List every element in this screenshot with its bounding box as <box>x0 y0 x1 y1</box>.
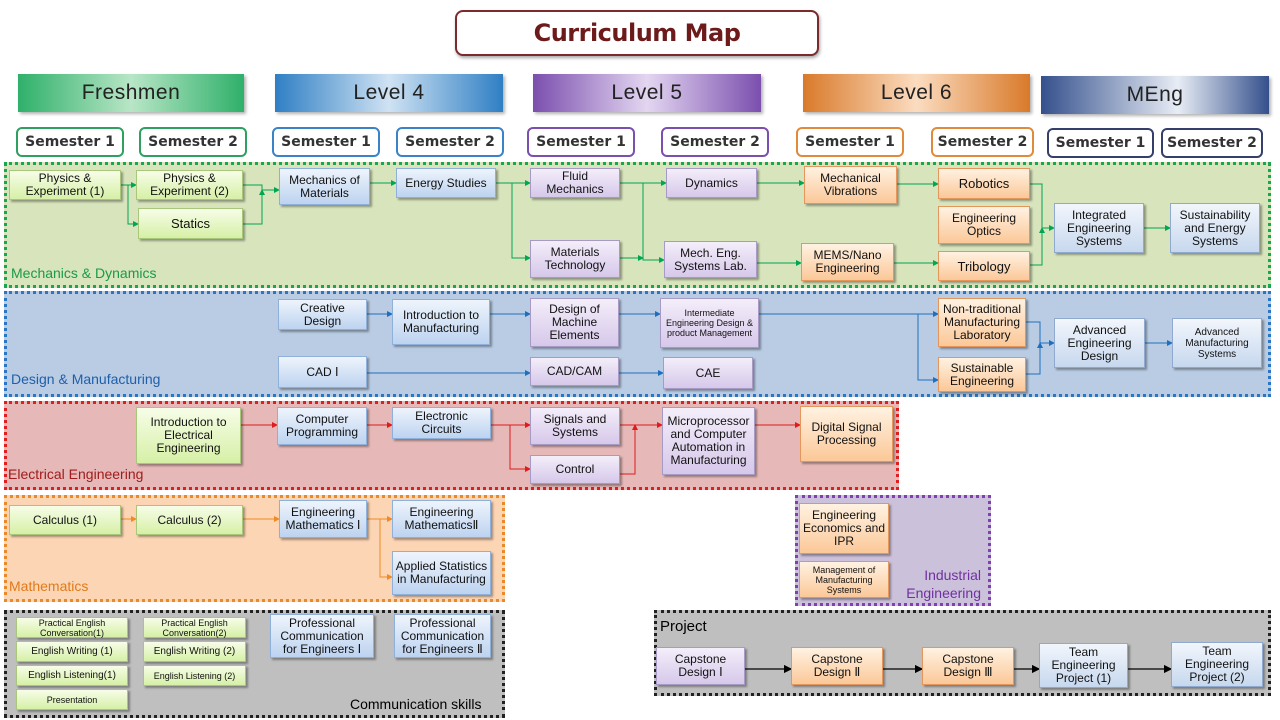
course-advanced-engineering-design[interactable]: Advanced Engineering Design <box>1054 318 1145 368</box>
semester-meng-2: Semester 2 <box>1161 128 1263 158</box>
course-capstone-design-3[interactable]: Capstone Design Ⅲ <box>922 647 1014 685</box>
band-label-project: Project <box>660 618 707 635</box>
course-team-engineering-project-2[interactable]: Team Engineering Project (2) <box>1171 642 1263 687</box>
course-materials-technology[interactable]: Materials Technology <box>530 240 620 278</box>
course-english-listening-1[interactable]: English Listening(1) <box>16 665 128 686</box>
course-professional-communication-2[interactable]: Professional Communication for Engineers… <box>394 614 491 658</box>
band-label-mechanics: Mechanics & Dynamics <box>11 265 157 281</box>
course-cad-1[interactable]: CAD Ⅰ <box>278 356 367 388</box>
course-digital-signal-processing[interactable]: Digital Signal Processing <box>800 406 893 462</box>
course-applied-statistics[interactable]: Applied Statistics in Manufacturing <box>392 551 491 595</box>
semester-level5-2: Semester 2 <box>661 127 769 157</box>
level-header-level5: Level 5 <box>533 74 761 112</box>
course-capstone-design-2[interactable]: Capstone Design Ⅱ <box>791 647 883 685</box>
course-english-writing-2[interactable]: English Writing (2) <box>143 641 246 662</box>
course-non-traditional-manufacturing-lab[interactable]: Non-traditional Manufacturing Laboratory <box>938 298 1026 347</box>
course-practical-english-conversation-1[interactable]: Practical English Conversation(1) <box>16 617 128 638</box>
course-computer-programming[interactable]: Computer Programming <box>277 407 367 445</box>
course-advanced-manufacturing-systems[interactable]: Advanced Manufacturing Systems <box>1172 318 1262 368</box>
course-signals-and-systems[interactable]: Signals and Systems <box>530 407 620 445</box>
band-label-math: Mathematics <box>9 578 89 594</box>
course-fluid-mechanics[interactable]: Fluid Mechanics <box>530 168 620 198</box>
course-professional-communication-1[interactable]: Professional Communication for Engineers… <box>270 614 374 658</box>
band-label-design: Design & Manufacturing <box>11 371 161 387</box>
course-practical-english-conversation-2[interactable]: Practical English Conversation(2) <box>143 617 246 638</box>
course-creative-design[interactable]: Creative Design <box>278 299 367 330</box>
course-mechanical-vibrations[interactable]: Mechanical Vibrations <box>804 166 897 204</box>
course-introduction-to-manufacturing[interactable]: Introduction to Manufacturing <box>392 299 490 345</box>
semester-freshmen-2: Semester 2 <box>139 127 247 157</box>
semester-level4-2: Semester 2 <box>396 127 504 157</box>
level-header-level4: Level 4 <box>275 74 503 112</box>
course-sustainability-energy-systems[interactable]: Sustainability and Energy Systems <box>1170 203 1260 253</box>
level-header-level6: Level 6 <box>803 74 1030 112</box>
level-header-meng: MEng <box>1041 76 1269 114</box>
course-cae[interactable]: CAE <box>663 357 753 389</box>
course-introduction-to-electrical-engineering[interactable]: Introduction to Electrical Engineering <box>136 407 241 464</box>
semester-meng-1: Semester 1 <box>1047 128 1154 158</box>
semester-level4-1: Semester 1 <box>272 127 380 157</box>
course-capstone-design-1[interactable]: Capstone Design Ⅰ <box>656 647 745 685</box>
course-team-engineering-project-1[interactable]: Team Engineering Project (1) <box>1039 643 1128 688</box>
level-header-freshmen: Freshmen <box>18 74 244 112</box>
course-engineering-optics[interactable]: Engineering Optics <box>938 206 1030 244</box>
course-dynamics[interactable]: Dynamics <box>666 168 757 198</box>
band-label-industrial: Industrial Engineering <box>906 567 981 601</box>
semester-level5-1: Semester 1 <box>527 127 635 157</box>
course-robotics[interactable]: Robotics <box>938 168 1030 199</box>
course-control[interactable]: Control <box>530 455 620 484</box>
course-presentation[interactable]: Presentation <box>16 689 128 710</box>
course-mems-nano-engineering[interactable]: MEMS/Nano Engineering <box>801 243 894 281</box>
course-electronic-circuits[interactable]: Electronic Circuits <box>392 407 491 439</box>
course-engineering-mathematics-2[interactable]: Engineering MathematicsⅡ <box>392 500 491 538</box>
course-engineering-mathematics-1[interactable]: Engineering Mathematics Ⅰ <box>279 500 367 538</box>
course-physics-experiment-2[interactable]: Physics & Experiment (2) <box>136 170 243 200</box>
course-management-of-manufacturing-systems[interactable]: Management of Manufacturing Systems <box>799 561 889 598</box>
course-intermediate-engineering-design[interactable]: Intermediate Engineering Design & produc… <box>660 298 759 348</box>
course-engineering-economics-ipr[interactable]: Engineering Economics and IPR <box>799 503 889 554</box>
course-english-listening-2[interactable]: English Listening (2) <box>143 665 246 686</box>
course-calculus-2[interactable]: Calculus (2) <box>136 505 243 535</box>
course-sustainable-engineering[interactable]: Sustainable Engineering <box>938 357 1026 392</box>
page-title: Curriculum Map <box>455 10 819 56</box>
course-tribology[interactable]: Tribology <box>938 251 1030 281</box>
course-calculus-1[interactable]: Calculus (1) <box>9 505 121 535</box>
course-mech-eng-systems-lab[interactable]: Mech. Eng. Systems Lab. <box>664 241 757 278</box>
course-english-writing-1[interactable]: English Writing (1) <box>16 641 128 662</box>
semester-level6-2: Semester 2 <box>931 127 1034 157</box>
course-statics[interactable]: Statics <box>138 208 243 239</box>
course-energy-studies[interactable]: Energy Studies <box>396 168 496 198</box>
course-integrated-engineering-systems[interactable]: Integrated Engineering Systems <box>1054 203 1144 253</box>
course-physics-experiment-1[interactable]: Physics & Experiment (1) <box>9 170 121 200</box>
band-label-electrical: Electrical Engineering <box>8 466 144 482</box>
course-microprocessor-automation[interactable]: Microprocessor and Computer Automation i… <box>662 407 755 475</box>
band-label-communication: Communication skills <box>350 696 482 712</box>
course-design-of-machine-elements[interactable]: Design of Machine Elements <box>530 298 619 347</box>
semester-level6-1: Semester 1 <box>796 127 904 157</box>
course-cad-cam[interactable]: CAD/CAM <box>530 357 619 386</box>
semester-freshmen-1: Semester 1 <box>16 127 124 157</box>
course-mechanics-of-materials[interactable]: Mechanics of Materials <box>279 168 370 205</box>
